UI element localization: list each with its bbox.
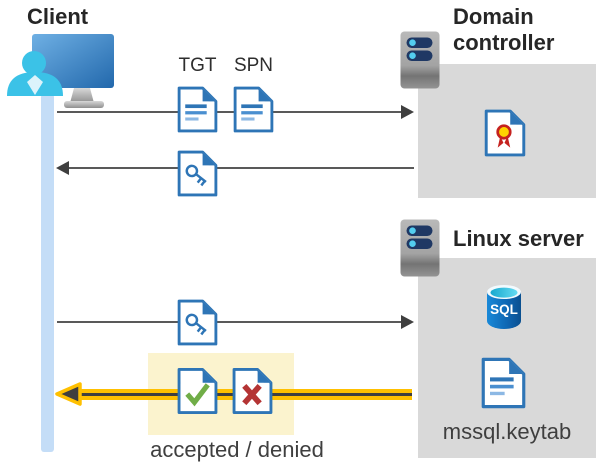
certificate-document-icon [484,109,526,157]
sql-database-icon: SQL [487,285,521,329]
accepted-document-icon [177,368,218,414]
arrow-present-ticket-head-icon [401,315,414,329]
arrow-ticket-return-line [68,167,414,169]
linux-server-title: Linux server [453,226,584,251]
arrow-request-tgt-line [57,111,405,113]
key-document-icon [177,299,218,346]
arrow-result-head-icon [55,382,82,406]
sql-badge-text: SQL [490,302,518,317]
domain-controller-title: Domain controller [453,4,555,56]
domain-controller-server-icon [400,31,440,89]
client-title: Client [27,4,89,29]
keytab-document-icon [481,357,526,409]
user-icon [7,51,63,96]
denied-document-icon [232,368,273,414]
tgt-label: TGT [178,55,217,76]
arrow-present-ticket-line [57,321,404,323]
spn-label: SPN [233,55,274,76]
tgt-document-icon [177,86,218,133]
spn-document-icon [233,86,274,133]
key-document-icon [177,150,218,197]
client-timeline [41,94,54,452]
arrow-ticket-return-head-icon [56,161,69,175]
monitor-icon [32,34,114,108]
result-caption: accepted / denied [150,437,324,462]
keytab-filename: mssql.keytab [442,419,572,444]
arrow-request-tgt-head-icon [401,105,414,119]
linux-server-icon [400,219,440,277]
